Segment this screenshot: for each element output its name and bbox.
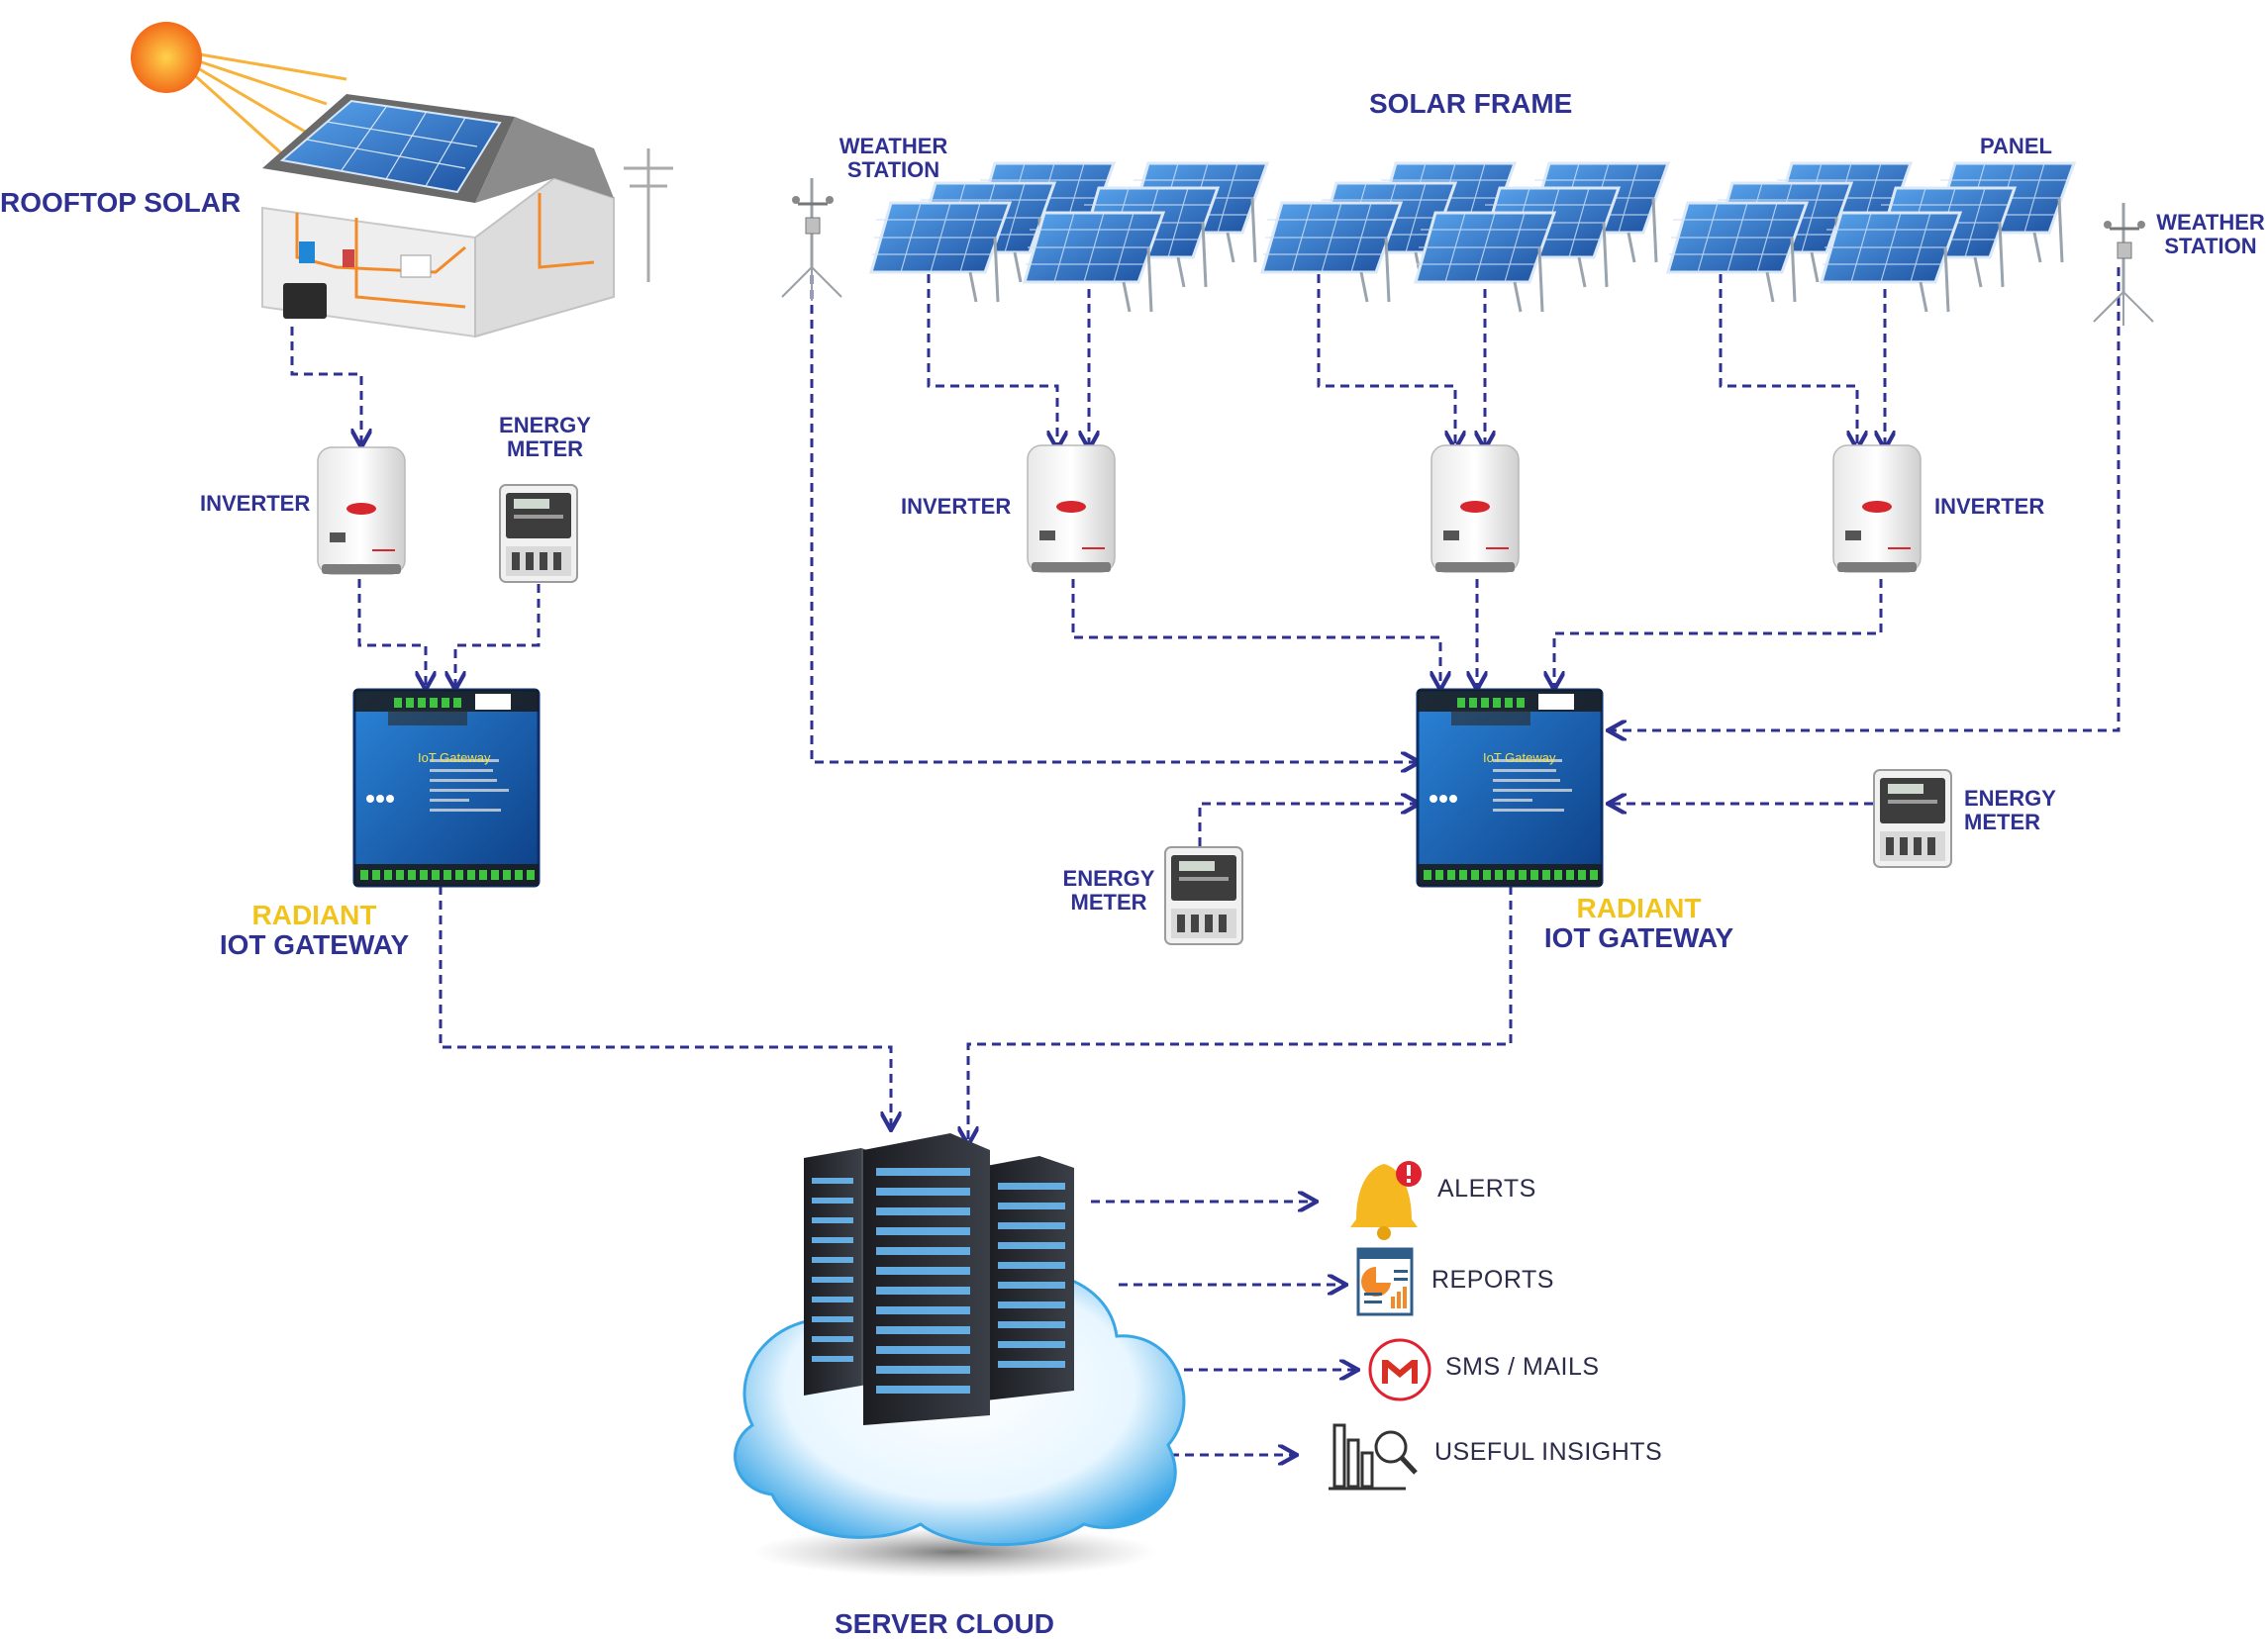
alerts-output-label: ALERTS bbox=[1437, 1175, 1536, 1203]
frame-energy-meter-right-label: ENERGY METER bbox=[1964, 787, 2056, 834]
weather-station-left-line2: STATION bbox=[846, 156, 940, 182]
bell-alert-icon bbox=[1350, 1161, 1422, 1240]
frame-gateway-screen-title: IoT Gateway bbox=[1483, 750, 1556, 765]
rooftop-house-illustration bbox=[261, 94, 673, 338]
solar-frame-title: SOLAR FRAME bbox=[1369, 88, 1573, 119]
weather-station-left-icon bbox=[780, 176, 843, 303]
rooftop-gateway-screen-title: IoT Gateway bbox=[418, 750, 491, 765]
rooftop-inverter-to-gateway-connector bbox=[357, 579, 426, 688]
rooftop-energy-meter-icon bbox=[499, 484, 578, 583]
weather-station-left-line1: WEATHER bbox=[838, 134, 948, 158]
rooftop-gateway-name: IOT GATEWAY bbox=[219, 929, 410, 961]
rooftop-gateway-label: RADIANT IOT GATEWAY bbox=[198, 900, 431, 961]
useful-insights-output-label: USEFUL INSIGHTS bbox=[1434, 1438, 1663, 1466]
sms-mails-output-label: SMS / MAILS bbox=[1445, 1353, 1600, 1381]
connector-lines bbox=[290, 245, 2120, 1455]
frame-inverter-2-icon bbox=[1430, 444, 1520, 573]
weather-station-right-line1: WEATHER bbox=[2156, 210, 2265, 235]
rooftop-solar-title: ROOFTOP SOLAR bbox=[0, 187, 242, 218]
weather-station-right-icon bbox=[2092, 201, 2155, 328]
rooftop-inverter-label: INVERTER bbox=[200, 491, 311, 516]
frame-energy-meter-right-line1: ENERGY bbox=[1964, 786, 2056, 811]
frame-inverter-3-icon bbox=[1832, 444, 1922, 573]
frame-gateway-label: RADIANT IOT GATEWAY bbox=[1523, 893, 1755, 954]
analytics-search-icon bbox=[1329, 1423, 1418, 1491]
frame-energy-meter-left-line1: ENERGY bbox=[1062, 866, 1155, 891]
meter-left-to-gateway-connector bbox=[1198, 804, 1418, 846]
rooftop-iot-gateway-icon bbox=[352, 688, 541, 888]
frame-gateway-brand: RADIANT bbox=[1576, 893, 1702, 923]
reports-output-label: REPORTS bbox=[1431, 1266, 1554, 1294]
panel-group3-to-inverter-connector bbox=[1719, 259, 1857, 447]
solar-panel-array bbox=[869, 161, 2076, 314]
frame-energy-meter-left-icon bbox=[1164, 846, 1243, 945]
frame-gateway-name: IOT GATEWAY bbox=[1543, 922, 1734, 954]
weather-right-to-gateway-connector bbox=[1610, 267, 2120, 730]
rooftop-energy-meter-label: ENERGY METER bbox=[493, 414, 597, 461]
server-cloud-label: SERVER CLOUD bbox=[835, 1608, 1054, 1639]
frame-gateway-to-cloud-connector bbox=[968, 886, 1513, 1143]
weather-left-to-gateway-connector bbox=[810, 245, 1418, 762]
panel-label: PANEL bbox=[1980, 134, 2052, 158]
frame-energy-meter-right-line2: METER bbox=[1964, 809, 2040, 834]
server-cloud-illustration bbox=[734, 1133, 1186, 1578]
rooftop-inverter-icon bbox=[317, 446, 406, 575]
panel-group1-to-inverter-connector bbox=[927, 259, 1057, 447]
weather-station-left-label: WEATHER STATION bbox=[832, 135, 955, 182]
frame-inverter-1-icon bbox=[1027, 444, 1116, 573]
rooftop-gateway-brand: RADIANT bbox=[251, 900, 377, 930]
report-document-icon bbox=[1356, 1247, 1414, 1316]
rooftop-gateway-to-cloud-connector bbox=[439, 886, 891, 1128]
rooftop-energy-meter-label-line1: ENERGY bbox=[499, 413, 591, 437]
rooftop-to-inverter-connector bbox=[290, 327, 361, 445]
inverter3-to-gateway-connector bbox=[1554, 579, 1883, 688]
frame-energy-meter-right-icon bbox=[1873, 769, 1952, 868]
frame-energy-meter-left-label: ENERGY METER bbox=[1059, 867, 1158, 915]
rooftop-meter-to-gateway-connector bbox=[455, 584, 541, 688]
sun-icon bbox=[131, 22, 347, 160]
weather-station-right-label: WEATHER STATION bbox=[2153, 211, 2268, 258]
frame-energy-meter-left-line2: METER bbox=[1070, 889, 1147, 915]
panel-group2-to-inverter-connector bbox=[1317, 259, 1455, 447]
frame-inverter-left-label: INVERTER bbox=[901, 494, 1012, 519]
frame-inverter-right-label: INVERTER bbox=[1934, 494, 2045, 519]
mail-icon bbox=[1368, 1338, 1431, 1401]
weather-station-right-line2: STATION bbox=[2164, 233, 2257, 258]
frame-iot-gateway-icon bbox=[1416, 688, 1604, 888]
rooftop-energy-meter-label-line2: METER bbox=[507, 435, 583, 461]
inverter1-to-gateway-connector bbox=[1071, 579, 1440, 688]
